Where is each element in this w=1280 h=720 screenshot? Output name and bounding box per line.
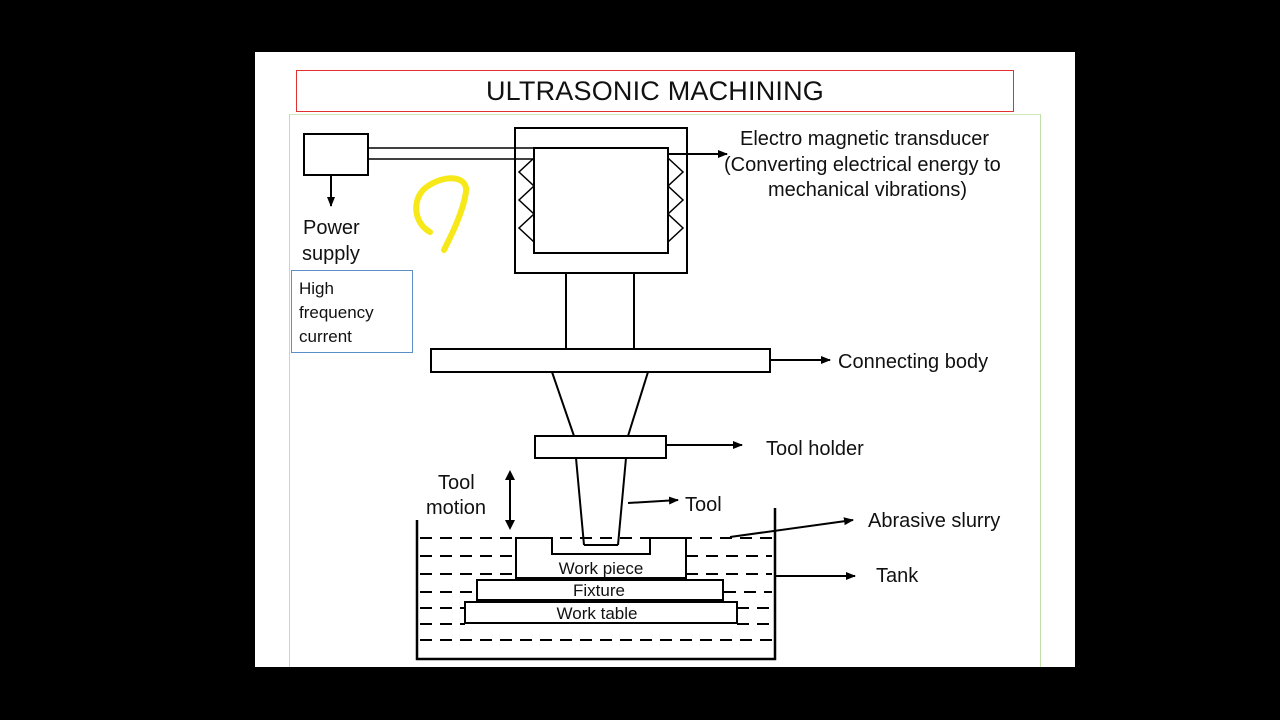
tool-motion-label-line2: motion [426, 497, 486, 519]
note-line-3: current [299, 327, 352, 346]
power-supply [303, 133, 369, 207]
tank [415, 508, 777, 661]
yellow-annotation-mark [413, 175, 470, 253]
tool-holder [534, 435, 667, 459]
transducer-housing [514, 127, 688, 274]
work-piece [515, 537, 687, 579]
transducer-coil-right [666, 157, 685, 243]
tool-holder-label: Tool holder [766, 438, 864, 460]
transducer-coil-left [517, 157, 536, 243]
tool-motion-label-line1: Tool [438, 472, 475, 494]
fixture [476, 579, 724, 601]
horn [551, 371, 649, 437]
tool-motion-arrow [505, 470, 515, 530]
fixture-label: Fixture [573, 581, 625, 600]
transducer-label-line2: (Converting electrical energy to [724, 154, 1001, 176]
abrasive-slurry-fill [420, 537, 772, 641]
page-title: ULTRASONIC MACHINING [485, 75, 825, 106]
connecting-body-label: Connecting body [838, 351, 988, 373]
tool-label: Tool [685, 494, 722, 516]
work-table-label: Work table [557, 604, 638, 623]
power-supply-label-line2: supply [302, 243, 360, 265]
work-table [464, 601, 738, 624]
transducer-label-line3: mechanical vibrations) [768, 179, 967, 201]
title-box: ULTRASONIC MACHINING [296, 70, 1014, 112]
power-supply-label-line1: Power [303, 217, 360, 239]
transducer-stem [565, 273, 635, 349]
note-line-1: High [299, 279, 334, 298]
work-piece-label: Work piece [559, 559, 644, 578]
connecting-body [430, 348, 771, 373]
transducer-label-line1: Electro magnetic transducer [740, 128, 989, 150]
tool [575, 457, 627, 546]
high-frequency-current-note: High frequency current [291, 270, 413, 353]
abrasive-slurry-label: Abrasive slurry [868, 510, 1000, 532]
note-line-2: frequency [299, 303, 374, 322]
tank-label: Tank [876, 565, 919, 587]
abrasive-slurry-arrow [729, 517, 854, 538]
tool-arrow [627, 496, 679, 505]
power-wires [368, 147, 534, 160]
diagram-frame [289, 114, 1041, 667]
